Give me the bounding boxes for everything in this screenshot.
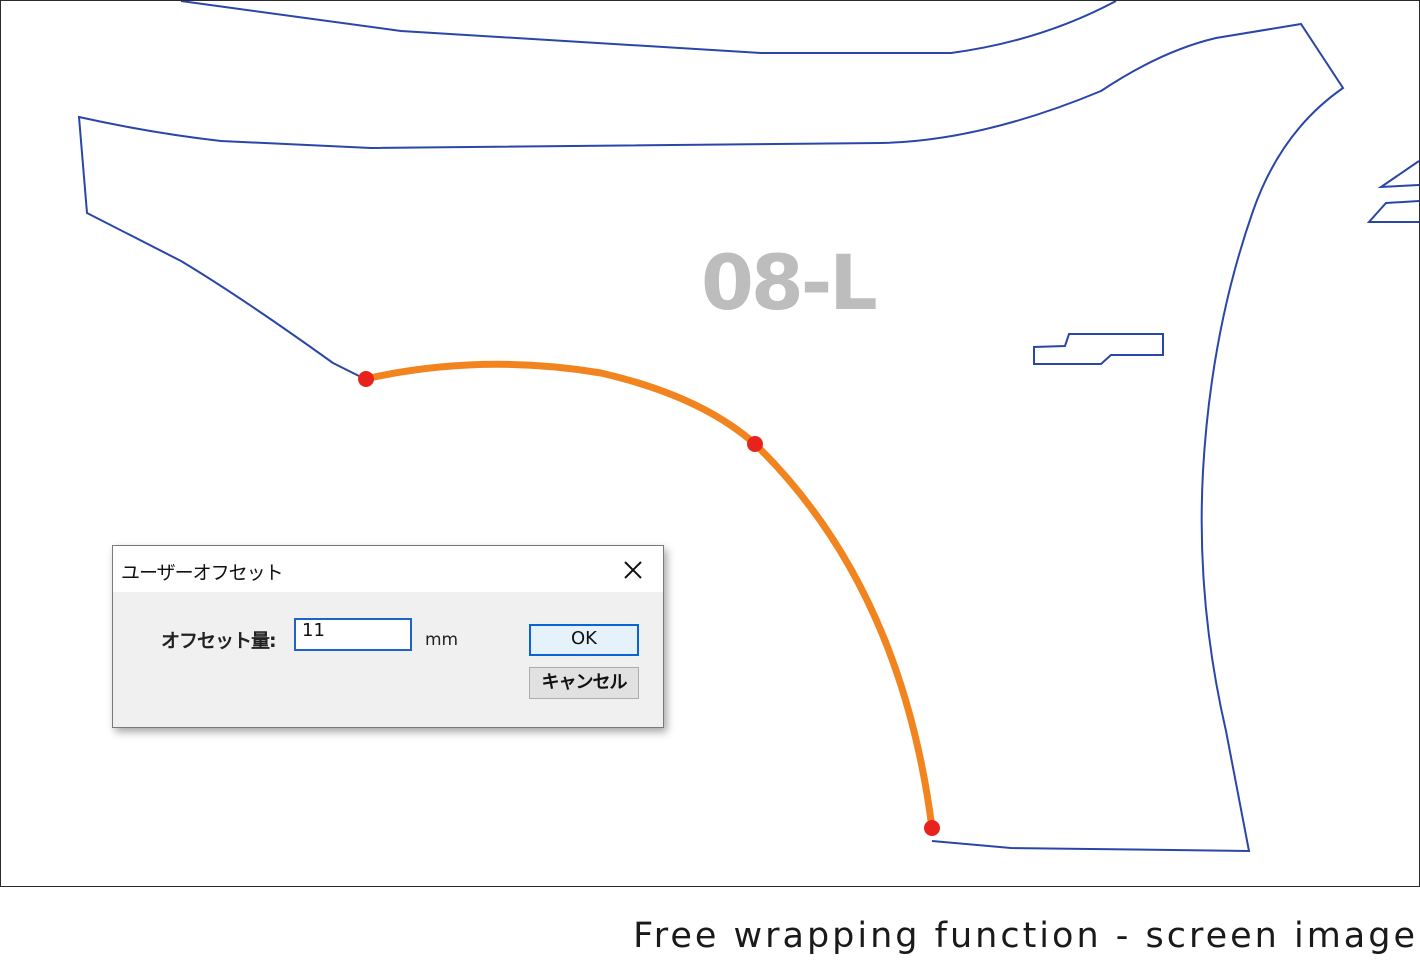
- part-number-label: 08-L: [701, 238, 878, 327]
- dialog-titlebar[interactable]: ユーザーオフセット: [113, 546, 663, 592]
- panel-top-outline: [180, 1, 1117, 54]
- edge-node-start[interactable]: [358, 371, 374, 387]
- selected-arch-edge[interactable]: [361, 360, 936, 832]
- handle-outline: [1033, 333, 1164, 365]
- figure-caption: Free wrapping function - screen image: [633, 916, 1418, 956]
- ok-button[interactable]: OK: [529, 624, 639, 656]
- offset-amount-label: オフセット量:: [161, 630, 277, 652]
- edge-node-mid[interactable]: [747, 436, 763, 452]
- user-offset-dialog: ユーザーオフセット オフセット量: mm OK キャンセル: [112, 545, 664, 728]
- unit-label: mm: [425, 630, 459, 650]
- side-marker-outline: [1366, 160, 1419, 223]
- cancel-button[interactable]: キャンセル: [529, 667, 639, 699]
- offset-amount-input[interactable]: [294, 618, 412, 651]
- edge-node-end[interactable]: [924, 820, 940, 836]
- wrap-outline-drawing: [77, 1, 1419, 853]
- close-icon[interactable]: [619, 556, 647, 584]
- drawing-canvas[interactable]: 08-L: [0, 0, 1420, 887]
- dialog-title: ユーザーオフセット: [121, 562, 284, 584]
- fender-outline[interactable]: [77, 22, 1345, 853]
